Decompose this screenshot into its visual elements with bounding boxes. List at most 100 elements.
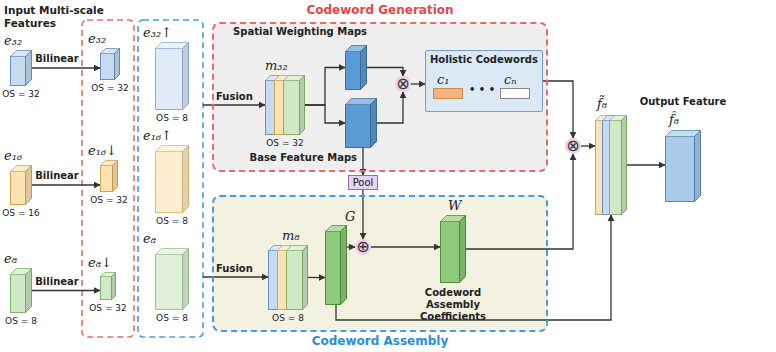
block-shape <box>100 48 120 80</box>
region-fill <box>212 195 548 332</box>
node-label: Output Feature <box>640 96 727 108</box>
feature-stack: f̃₈ <box>595 115 627 215</box>
feature-stack: m₈OS = 8 <box>268 245 308 310</box>
node-label: m₈ <box>282 228 300 244</box>
flow-arrow <box>377 92 403 123</box>
region-fill <box>212 22 548 172</box>
node-label: e₈ <box>143 231 156 247</box>
node-label: OS = 8 <box>156 313 188 324</box>
upsample-group <box>138 20 203 337</box>
node-label: Spatial Weighting Maps <box>233 26 367 38</box>
flow-arrow <box>32 67 100 68</box>
flow-arrow <box>411 83 425 84</box>
flow-arrow <box>367 68 403 77</box>
node-label: Holistic Codewords <box>430 54 538 66</box>
node-label: Base Feature Maps <box>250 152 357 164</box>
node-label: e₁₆↓ <box>88 143 117 159</box>
node-label: OS = 32 <box>89 303 127 314</box>
node-label: f̂₈ <box>669 112 679 128</box>
feature-stack: m₃₂OS = 32 <box>265 75 305 135</box>
multiply-operator: ⊗ <box>565 138 581 154</box>
node-label: cₙ <box>504 72 517 88</box>
feature-block: e₃₂↑OS = 8 <box>155 42 189 110</box>
feature-block: G <box>325 225 347 305</box>
node-label: OS = 32 <box>2 89 40 100</box>
node-label: OS = 8 <box>156 216 188 227</box>
flow-arrow <box>581 145 595 146</box>
operator-text: ⊕ <box>356 239 369 255</box>
feature-block: e₁₆↓OS = 32 <box>100 160 118 192</box>
node-label: c₁ <box>437 72 450 88</box>
codeword-bar: c₁ <box>433 88 463 99</box>
feature-block: e₈↓OS = 32 <box>100 272 116 300</box>
node-label: G <box>345 209 355 225</box>
node-label: e₈↓ <box>88 255 112 271</box>
flow-arrow <box>362 190 363 239</box>
operator-text: ⊗ <box>396 76 409 92</box>
node-label: Codeword Generation <box>306 3 453 17</box>
feature-block: WCodeword Assembly Coefficients <box>440 215 466 283</box>
flow-arrow <box>627 164 665 165</box>
flow-arrow <box>466 154 573 249</box>
module-region: Codeword Assemblym₈OS = 8G⊕WCodeword Ass… <box>212 195 548 332</box>
flow-arrow <box>347 246 355 247</box>
module-region: Codeword Generationm₃₂OS = 32Spatial Wei… <box>212 22 548 172</box>
free-label: • • • <box>469 84 495 96</box>
feature-block: e₃₂OS = 32 <box>100 48 120 80</box>
flow-arrow <box>308 277 325 278</box>
block-shape <box>155 248 189 310</box>
multiply-operator: ⊗ <box>395 76 411 92</box>
node-label: OS = 32 <box>266 138 304 149</box>
node-label: e₈ <box>4 251 17 267</box>
node-label: OS = 8 <box>272 313 304 324</box>
block-shape <box>440 215 466 283</box>
node-label: OS = 32 <box>90 195 128 206</box>
node-label: f̃₈ <box>597 96 607 112</box>
codeword-bar: cₙ <box>500 88 530 99</box>
codeword-box: Holistic Codewords c₁ cₙ <box>425 50 543 112</box>
block-shape <box>10 165 32 205</box>
flow-arrow <box>32 290 100 291</box>
node-label: OS = 8 <box>156 113 188 124</box>
node-label: e₁₆↑ <box>143 128 172 144</box>
map-block: Spatial Weighting Maps <box>345 45 367 90</box>
block-shape <box>665 130 701 202</box>
flow-arrow <box>371 246 440 247</box>
feature-block: e₈OS = 8 <box>155 248 189 310</box>
feature-block: e₁₆OS = 16 <box>10 165 32 205</box>
operator-text: Pool <box>353 178 374 188</box>
edge-label: Bilinear <box>35 170 79 182</box>
flow-arrow <box>32 184 100 185</box>
node-label: e₃₂↑ <box>143 25 172 41</box>
feature-block: e₃₂OS = 32 <box>10 50 32 86</box>
block-shape <box>10 50 32 86</box>
node-label: e₁₆ <box>4 148 22 164</box>
stack-shape <box>268 245 308 310</box>
stack-shape <box>595 115 627 215</box>
node-label: W <box>448 198 461 214</box>
node-label: Codeword Assembly <box>312 334 449 348</box>
free-label: Input Multi-scale Features <box>4 4 104 29</box>
feature-block: e₈OS = 8 <box>10 268 32 313</box>
edge-label: Bilinear <box>35 53 79 65</box>
node-label: e₃₂ <box>4 33 22 49</box>
edge-label: Bilinear <box>35 276 79 288</box>
block-shape <box>155 42 189 110</box>
block-shape <box>345 98 377 148</box>
node-label: e₃₂ <box>88 31 106 47</box>
flow-arrow <box>305 68 345 106</box>
block-shape <box>100 160 118 192</box>
node-label: Codeword Assembly Coefficients <box>397 287 509 323</box>
output-block: f̂₈Output Feature <box>665 130 701 202</box>
block-shape <box>345 45 367 90</box>
node-label: OS = 32 <box>91 83 129 94</box>
node-label: m₃₂ <box>265 58 288 74</box>
block-shape <box>325 225 347 305</box>
flow-arrow <box>305 105 345 123</box>
free-label: Fusion <box>216 263 253 275</box>
block-shape <box>155 145 189 213</box>
add-operator: ⊕ <box>355 239 371 255</box>
block-shape <box>10 268 32 313</box>
node-label: OS = 8 <box>5 316 37 327</box>
operator-text: ⊗ <box>566 138 579 154</box>
